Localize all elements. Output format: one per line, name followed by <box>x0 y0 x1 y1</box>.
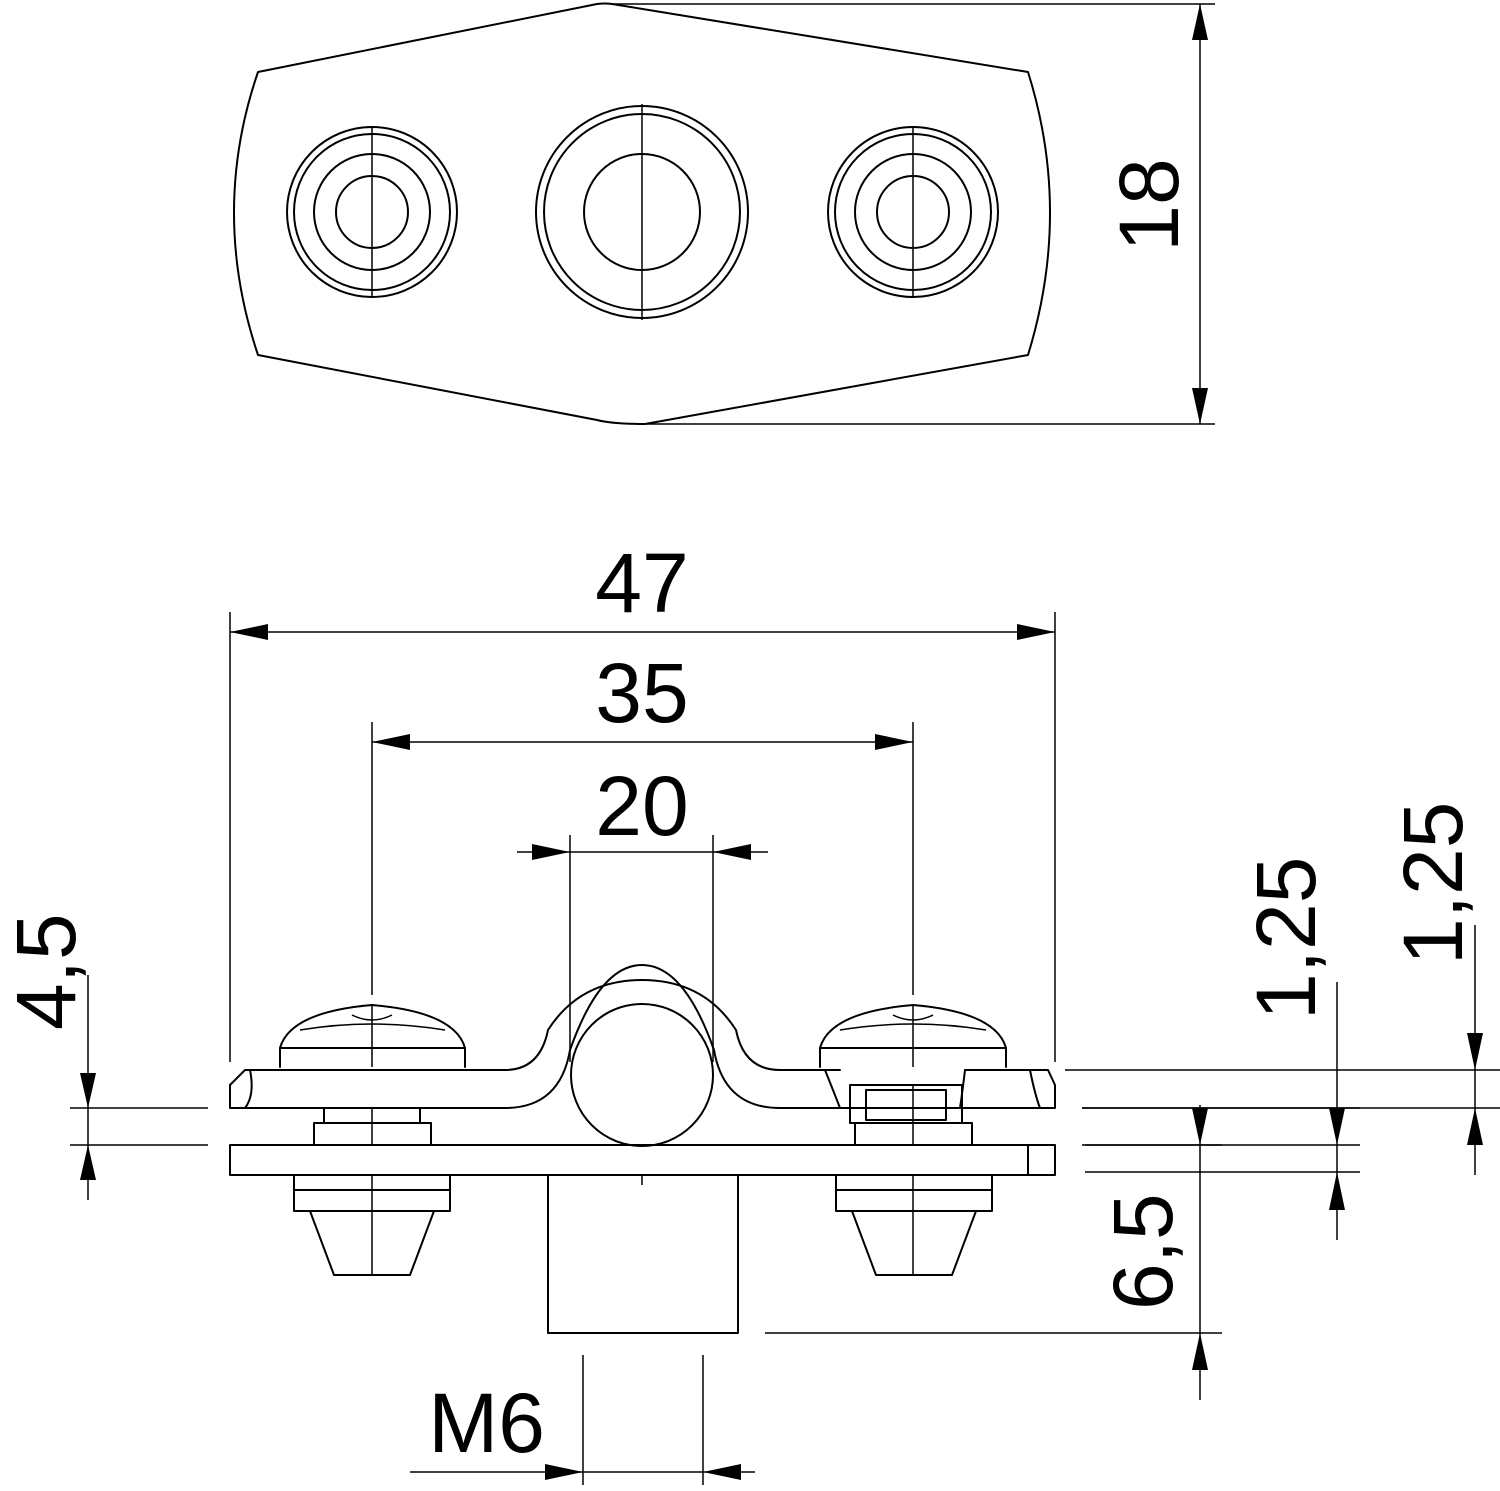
dim-label-20: 20 <box>595 759 688 853</box>
right-screw <box>819 1004 1007 1146</box>
left-screw <box>279 1004 466 1146</box>
dimension-right-1-25-inner: 1,25 <box>1082 857 1360 1240</box>
right-nut <box>835 1174 993 1276</box>
dimension-height-18: 18 <box>612 3 1215 425</box>
left-hole <box>286 126 458 298</box>
dimension-lower-6-5: 6,5 <box>765 1105 1222 1400</box>
dim-label-35: 35 <box>595 646 688 740</box>
right-hole <box>827 126 999 298</box>
dim-label-6-5: 6,5 <box>1096 1193 1190 1310</box>
clamp-strap <box>229 964 1056 1109</box>
center-hole <box>535 104 749 320</box>
dim-label-47: 47 <box>595 536 688 630</box>
dim-label-m6: M6 <box>428 1376 545 1470</box>
left-nut <box>293 1174 451 1276</box>
dim-label-1-25-inner: 1,25 <box>1239 857 1333 1021</box>
dimension-spacing-35: 35 <box>371 646 914 995</box>
dim-label-18: 18 <box>1102 158 1196 251</box>
conductor-round <box>570 1003 714 1147</box>
center-stud <box>547 1174 739 1334</box>
dimension-center-20: 20 <box>517 759 768 1062</box>
dim-label-1-25-outer: 1,25 <box>1386 802 1480 966</box>
top-plate-outline <box>233 2 1051 425</box>
dimension-right-1-25-outer: 1,25 <box>1065 802 1500 1175</box>
dimension-width-47: 47 <box>229 536 1056 1062</box>
top-view: 18 <box>233 2 1215 425</box>
dimension-thread-m6: M6 <box>410 1355 755 1485</box>
dim-label-4-5: 4,5 <box>0 913 93 1030</box>
side-view <box>229 964 1056 1334</box>
dimension-left-4-5: 4,5 <box>0 913 208 1200</box>
base-plate <box>229 1144 1056 1176</box>
